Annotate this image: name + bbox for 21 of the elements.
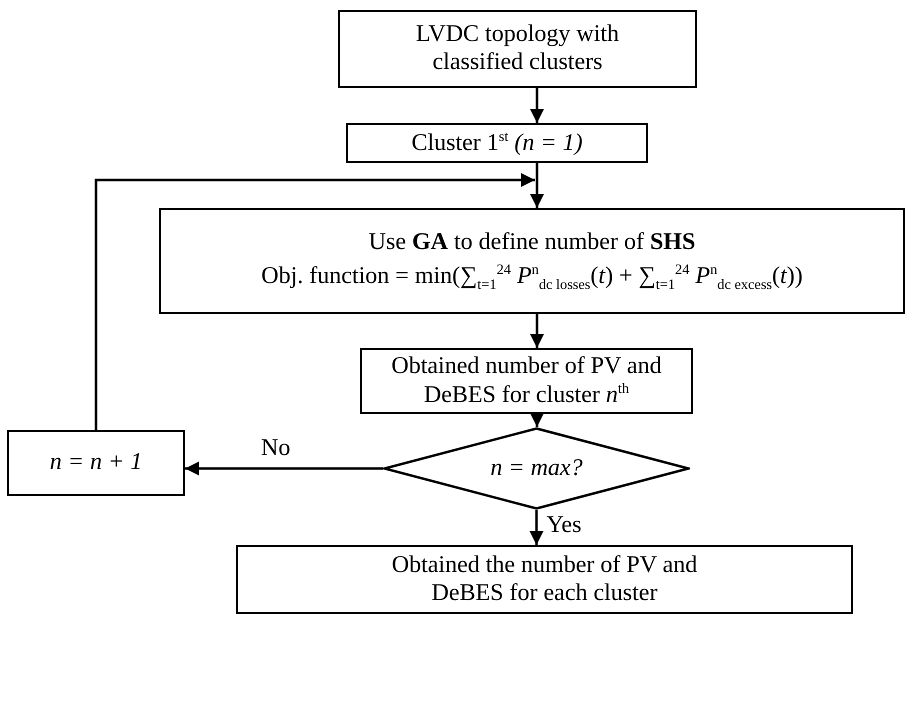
arrow [530,163,544,208]
arrow [530,413,544,427]
arrow [530,314,544,348]
process-box [236,545,853,614]
box-text: LVDC topology with classified clusters [414,21,620,77]
arrow [530,88,544,123]
box-text: n = max? [490,454,583,482]
box-text: n = n + 1 [50,449,142,477]
formula-text: Obj. function = min(∑$_{t=1}$$^{24}$ P$^{n}$$_{dc losses}$(t) + ∑$_{t=1}$$^{24}$ P$^{n}$$_{dc excess}$(t)) [261,262,803,294]
box-text: Obtained number of PV and DeBES for cluster n$^{th}$ [390,352,663,410]
process-box [159,208,905,314]
process-box [360,348,693,414]
arrow [530,510,544,545]
process-box [7,430,185,496]
arrow [94,173,535,430]
process-box [346,123,648,163]
process-box [338,10,697,88]
arrow [185,462,383,476]
box-text: Use GA to define number of SHS [368,228,696,256]
box-text: Obtained the number of PV and DeBES for each cluster [390,552,698,608]
box-text: Cluster 1$^{st}$ (n = 1) [411,128,583,158]
